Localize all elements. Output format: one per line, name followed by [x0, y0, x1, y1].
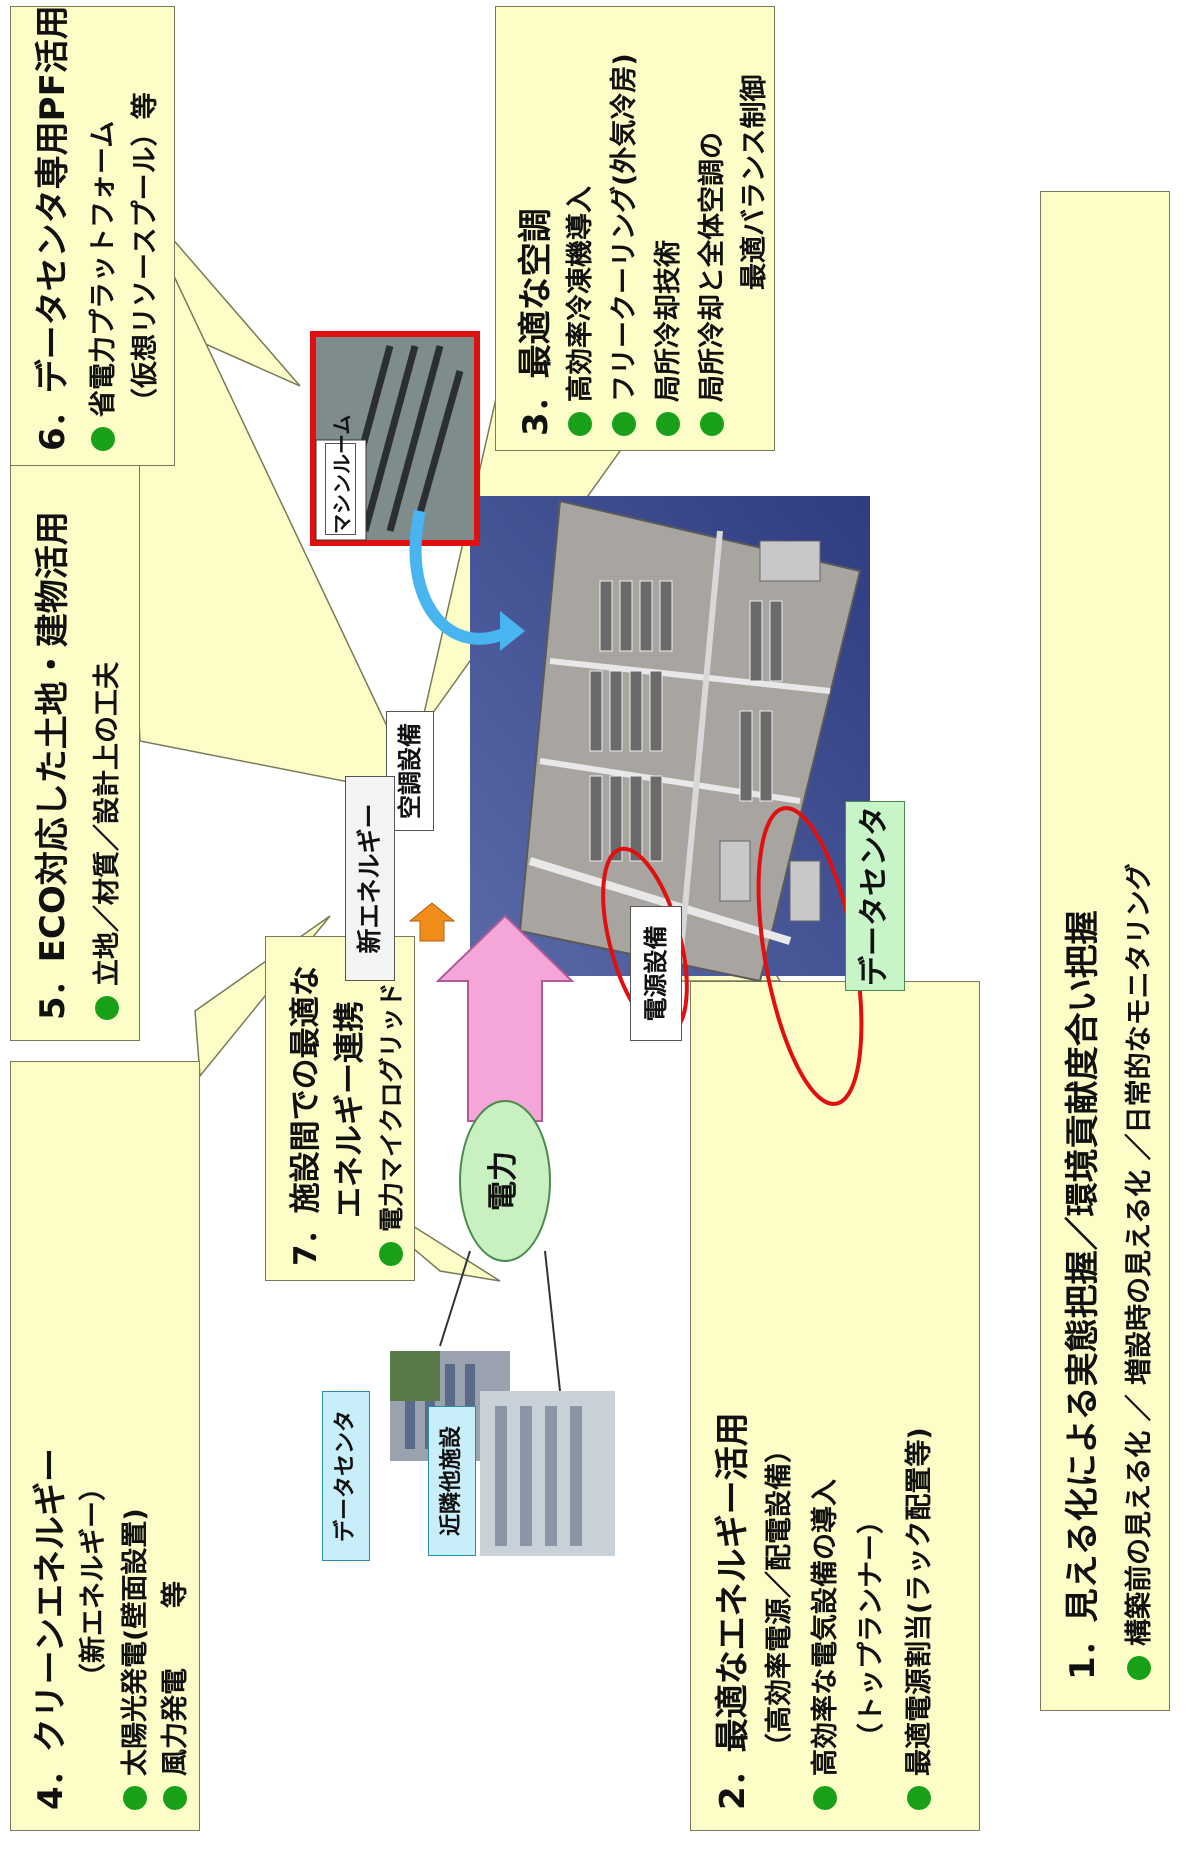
label-power-equipment: 電源設備	[630, 906, 682, 1041]
cooling-units	[719, 540, 821, 922]
label-machine-room: マシンルーム	[325, 415, 356, 535]
blue-curved-arrow	[409, 509, 513, 645]
label-power: 電力	[486, 1151, 521, 1211]
orange-arrow	[408, 902, 456, 942]
label-data-center-ext: データセンタ	[322, 1391, 370, 1561]
grid-line-dc	[439, 1250, 471, 1347]
rack-rows	[589, 580, 783, 862]
label-new-energy: 新エネルギー	[345, 776, 395, 981]
label-neighbor-facility: 近隣他施設	[428, 1406, 476, 1556]
power-arrow	[435, 914, 575, 1122]
power-oval	[459, 1100, 551, 1262]
label-data-center-main: データセンタ	[845, 801, 905, 991]
grid-line-neighbor	[544, 1250, 561, 1392]
